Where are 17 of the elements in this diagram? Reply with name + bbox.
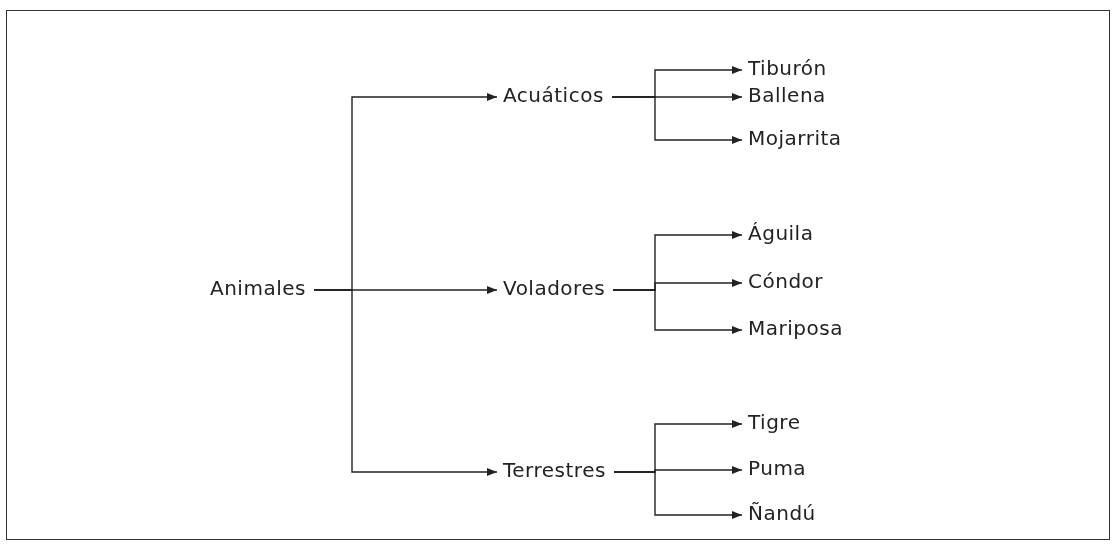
node-label: Terrestres bbox=[503, 458, 606, 482]
arrow bbox=[313, 289, 498, 476]
arrow bbox=[612, 289, 743, 334]
node-label: Tigre bbox=[748, 410, 801, 434]
node-label: Animales bbox=[210, 276, 306, 300]
arrow bbox=[611, 96, 743, 144]
node-label: Águila bbox=[748, 221, 814, 245]
node-label: Ballena bbox=[748, 83, 826, 107]
node-label: Voladores bbox=[503, 276, 606, 300]
node-label: Ñandú bbox=[748, 501, 816, 525]
node-label: Mojarrita bbox=[748, 126, 842, 150]
node-label: Tiburón bbox=[748, 56, 827, 80]
arrow bbox=[613, 471, 743, 519]
node-label: Puma bbox=[748, 456, 807, 480]
node-label: Acuáticos bbox=[503, 83, 604, 107]
node-label: Mariposa bbox=[748, 316, 843, 340]
node-label: Cóndor bbox=[748, 269, 824, 293]
